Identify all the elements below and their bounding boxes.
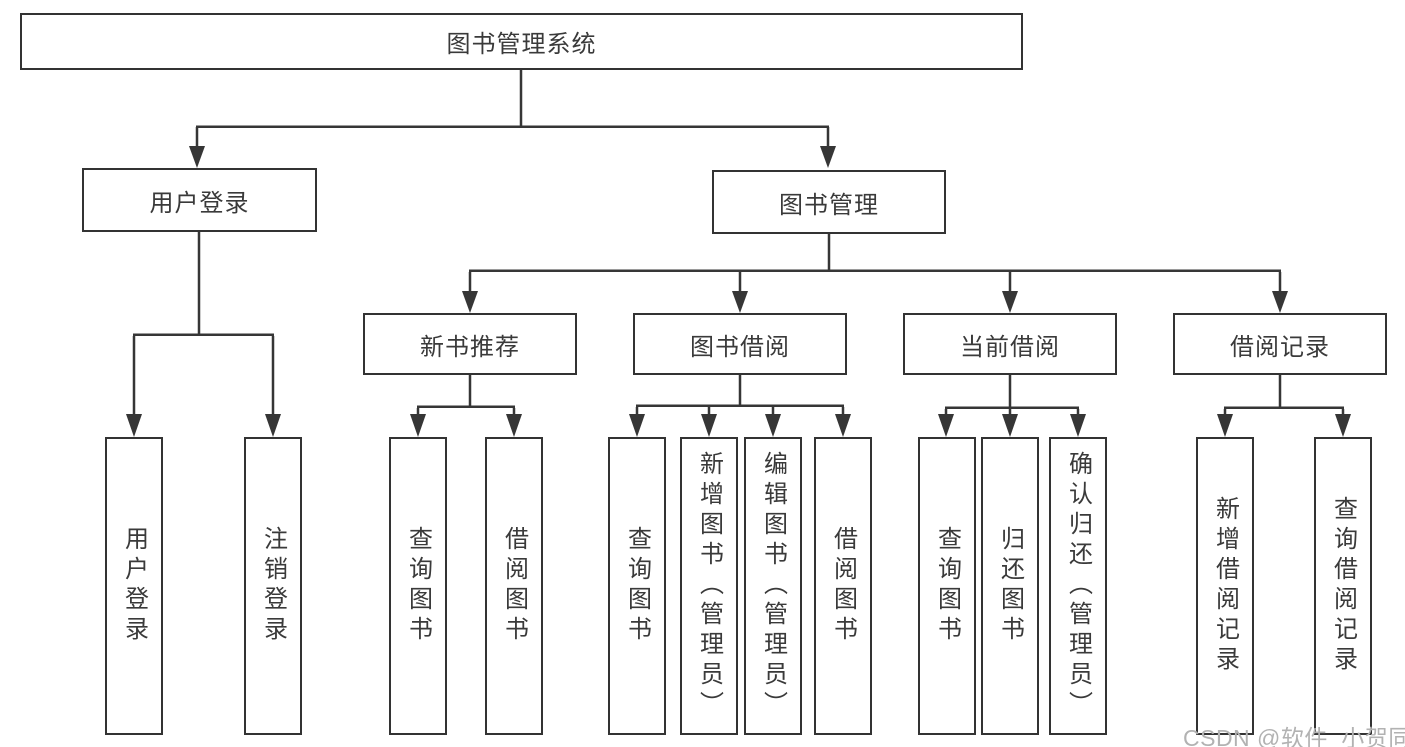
- leaf-current-query-books: 查询图书: [918, 437, 976, 735]
- leaf-records-query-borrow-record: 查询借阅记录: [1314, 437, 1372, 735]
- node-book-management: 图书管理: [712, 170, 946, 234]
- leaf-current-confirm-return-admin: 确认归还（管理员）: [1049, 437, 1107, 735]
- leaf-records-add-borrow-record: 新增借阅记录: [1196, 437, 1254, 735]
- node-user-login: 用户登录: [82, 168, 317, 232]
- leaf-borrowing-add-books-admin: 新增图书（管理员）: [680, 437, 738, 735]
- leaf-recommend-borrow-books: 借阅图书: [485, 437, 543, 735]
- node-borrow-records: 借阅记录: [1173, 313, 1387, 375]
- leaf-user-login: 用户登录: [105, 437, 163, 735]
- leaf-logout: 注销登录: [244, 437, 302, 735]
- node-new-book-recommend: 新书推荐: [363, 313, 577, 375]
- leaf-borrowing-edit-books-admin: 编辑图书（管理员）: [744, 437, 802, 735]
- leaf-recommend-query-books: 查询图书: [389, 437, 447, 735]
- node-current-borrowing: 当前借阅: [903, 313, 1117, 375]
- leaf-current-return-books: 归还图书: [981, 437, 1039, 735]
- node-book-borrowing: 图书借阅: [633, 313, 847, 375]
- leaf-borrowing-query-books: 查询图书: [608, 437, 666, 735]
- leaf-borrowing-borrow-books: 借阅图书: [814, 437, 872, 735]
- node-library-system: 图书管理系统: [20, 13, 1023, 70]
- csdn-watermark: CSDN @软件_小贺同学: [1183, 725, 1405, 747]
